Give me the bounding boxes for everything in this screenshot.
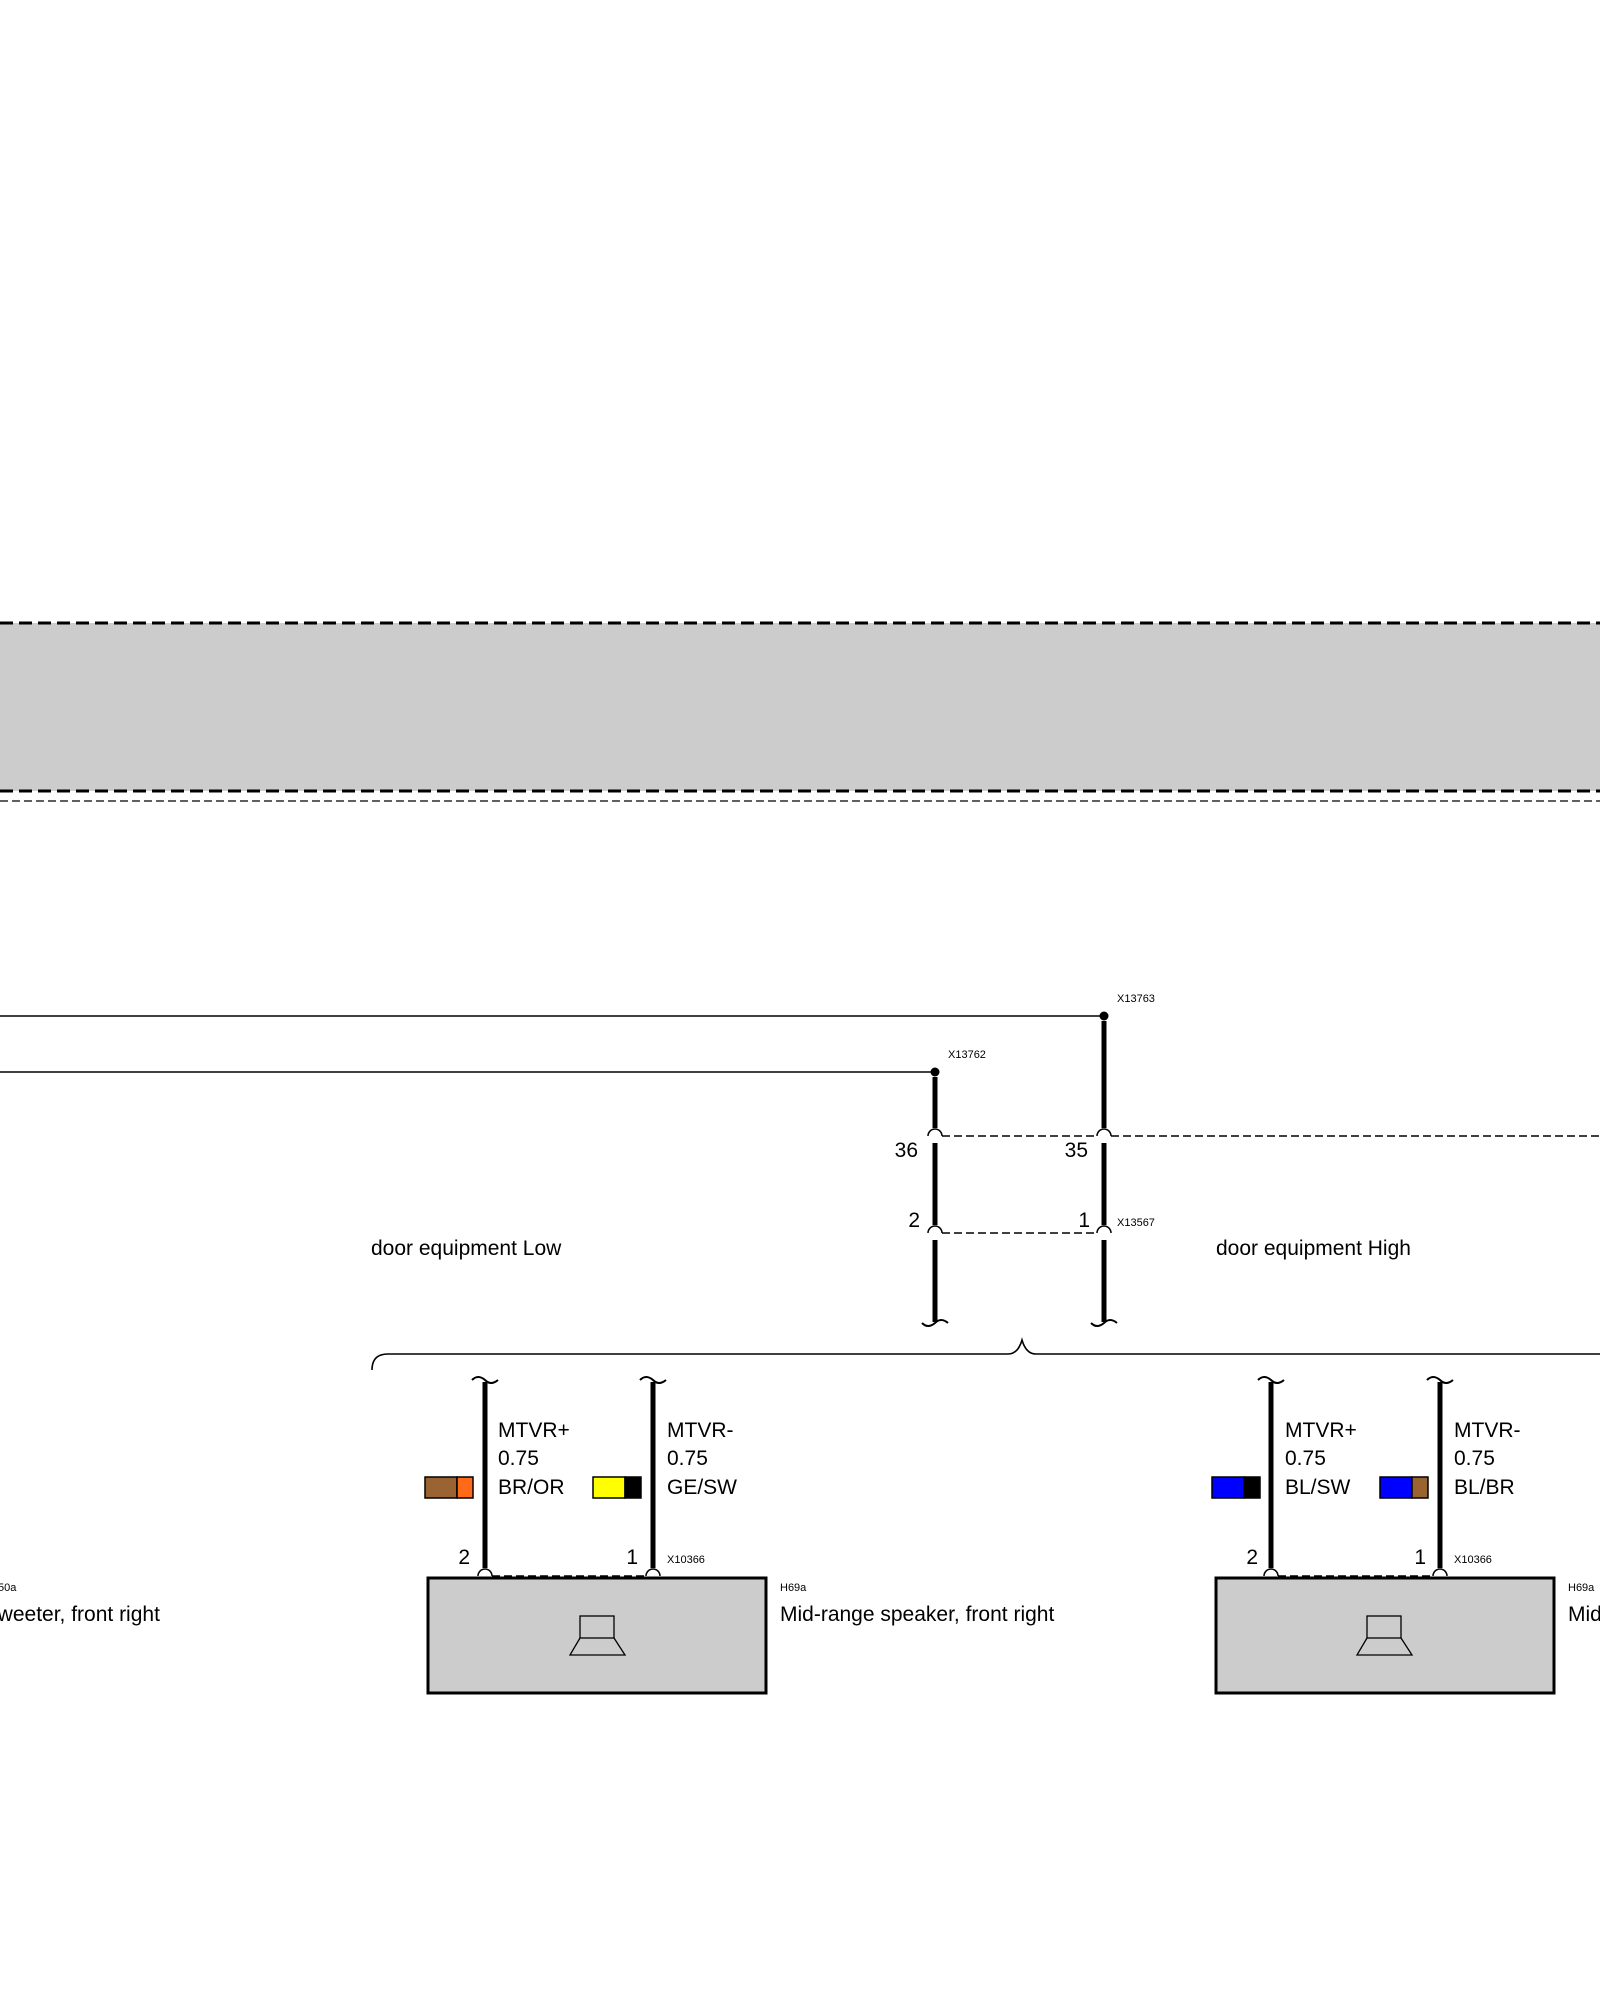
wire-gauge-right-plus: 0.75 xyxy=(1285,1447,1326,1470)
group-label-low: door equipment Low xyxy=(371,1237,562,1260)
pin-arc-35 xyxy=(1096,1128,1112,1137)
swatch-left-plus-base xyxy=(424,1476,458,1499)
connector-label-x13763: X13763 xyxy=(1117,993,1155,1005)
break-mark-right-plus xyxy=(1257,1376,1285,1384)
pin-arc-left-1 xyxy=(645,1568,661,1577)
pin-arc-2-top xyxy=(927,1225,943,1234)
door-connector-wires xyxy=(921,1021,1600,1327)
swatch-left-minus-stripe xyxy=(624,1476,642,1499)
pin-number-1-top: 1 xyxy=(1078,1209,1090,1232)
pin-number-35: 35 xyxy=(1065,1139,1088,1162)
control-unit-fill xyxy=(0,623,1600,791)
wire-signal-right-minus: MTVR- xyxy=(1454,1419,1521,1442)
pin-number-2-left: 2 xyxy=(458,1546,470,1569)
wire-gauge-left-minus: 0.75 xyxy=(667,1447,708,1470)
pin-arc-right-1 xyxy=(1432,1568,1448,1577)
swatch-right-plus-base xyxy=(1211,1476,1245,1499)
speaker-module-left-box xyxy=(426,1576,768,1695)
break-mark-left xyxy=(921,1319,949,1327)
left-speaker-wires xyxy=(471,1376,667,1577)
wire-signal-right-plus: MTVR+ xyxy=(1285,1419,1357,1442)
break-mark-left-plus xyxy=(471,1376,499,1384)
component-name-tweeter: Tweeter, front right xyxy=(0,1603,160,1626)
right-speaker-wires xyxy=(1257,1376,1454,1577)
wire-signal-left-plus: MTVR+ xyxy=(498,1419,570,1442)
wire-color-left-plus: BR/OR xyxy=(498,1476,565,1499)
component-code-midrange-right: H69a xyxy=(1568,1582,1595,1594)
swatch-right-minus-base xyxy=(1379,1476,1413,1499)
wire-gauge-right-minus: 0.75 xyxy=(1454,1447,1495,1470)
group-brace xyxy=(371,1337,1600,1371)
component-name-midrange-left: Mid-range speaker, front right xyxy=(780,1603,1054,1626)
break-mark-right-minus xyxy=(1426,1376,1454,1384)
component-code-tweeter: 50a xyxy=(0,1582,17,1594)
connector-label-x10366-right: X10366 xyxy=(1454,1554,1492,1566)
speaker-icon xyxy=(568,1615,627,1656)
wire-color-swatches xyxy=(424,1476,1429,1499)
swatch-right-minus-stripe xyxy=(1411,1476,1429,1499)
group-label-high: door equipment High xyxy=(1216,1237,1411,1260)
speaker-module-right xyxy=(1214,1576,1556,1695)
pin-number-2-top: 2 xyxy=(908,1209,920,1232)
pin-arc-left-2 xyxy=(477,1568,493,1577)
pin-arc-36 xyxy=(927,1128,943,1137)
break-mark-right xyxy=(1090,1319,1118,1327)
wire-color-left-minus: GE/SW xyxy=(667,1476,737,1499)
speaker-icon xyxy=(1355,1615,1414,1656)
wire-color-right-minus: BL/BR xyxy=(1454,1476,1515,1499)
pin-arc-1-top xyxy=(1096,1225,1112,1234)
pin-number-36: 36 xyxy=(895,1139,918,1162)
component-code-midrange-left: H69a xyxy=(780,1582,807,1594)
break-mark-left-minus xyxy=(639,1376,667,1384)
connector-label-x10366-left: X10366 xyxy=(667,1554,705,1566)
connector-label-x13567: X13567 xyxy=(1117,1217,1155,1229)
pin-number-2-right: 2 xyxy=(1246,1546,1258,1569)
pin-number-1-left: 1 xyxy=(626,1546,638,1569)
connector-label-x13762: X13762 xyxy=(948,1049,986,1061)
pin-number-1-right: 1 xyxy=(1414,1546,1426,1569)
swatch-left-plus-stripe xyxy=(456,1476,474,1499)
signal-lines xyxy=(0,1011,1109,1077)
control-unit-band xyxy=(0,621,1600,802)
swatch-left-minus-base xyxy=(592,1476,626,1499)
speaker-module-left xyxy=(426,1576,768,1695)
swatch-right-plus-stripe xyxy=(1243,1476,1261,1499)
wire-signal-left-minus: MTVR- xyxy=(667,1419,734,1442)
speaker-module-right-box xyxy=(1214,1576,1556,1695)
component-name-midrange-right: Mid xyxy=(1568,1603,1600,1626)
pin-arc-right-2 xyxy=(1263,1568,1279,1577)
wire-color-right-plus: BL/SW xyxy=(1285,1476,1351,1499)
wire-gauge-left-plus: 0.75 xyxy=(498,1447,539,1470)
splice-dot-x13762 xyxy=(930,1067,940,1077)
splice-dot-x13763 xyxy=(1099,1011,1109,1021)
